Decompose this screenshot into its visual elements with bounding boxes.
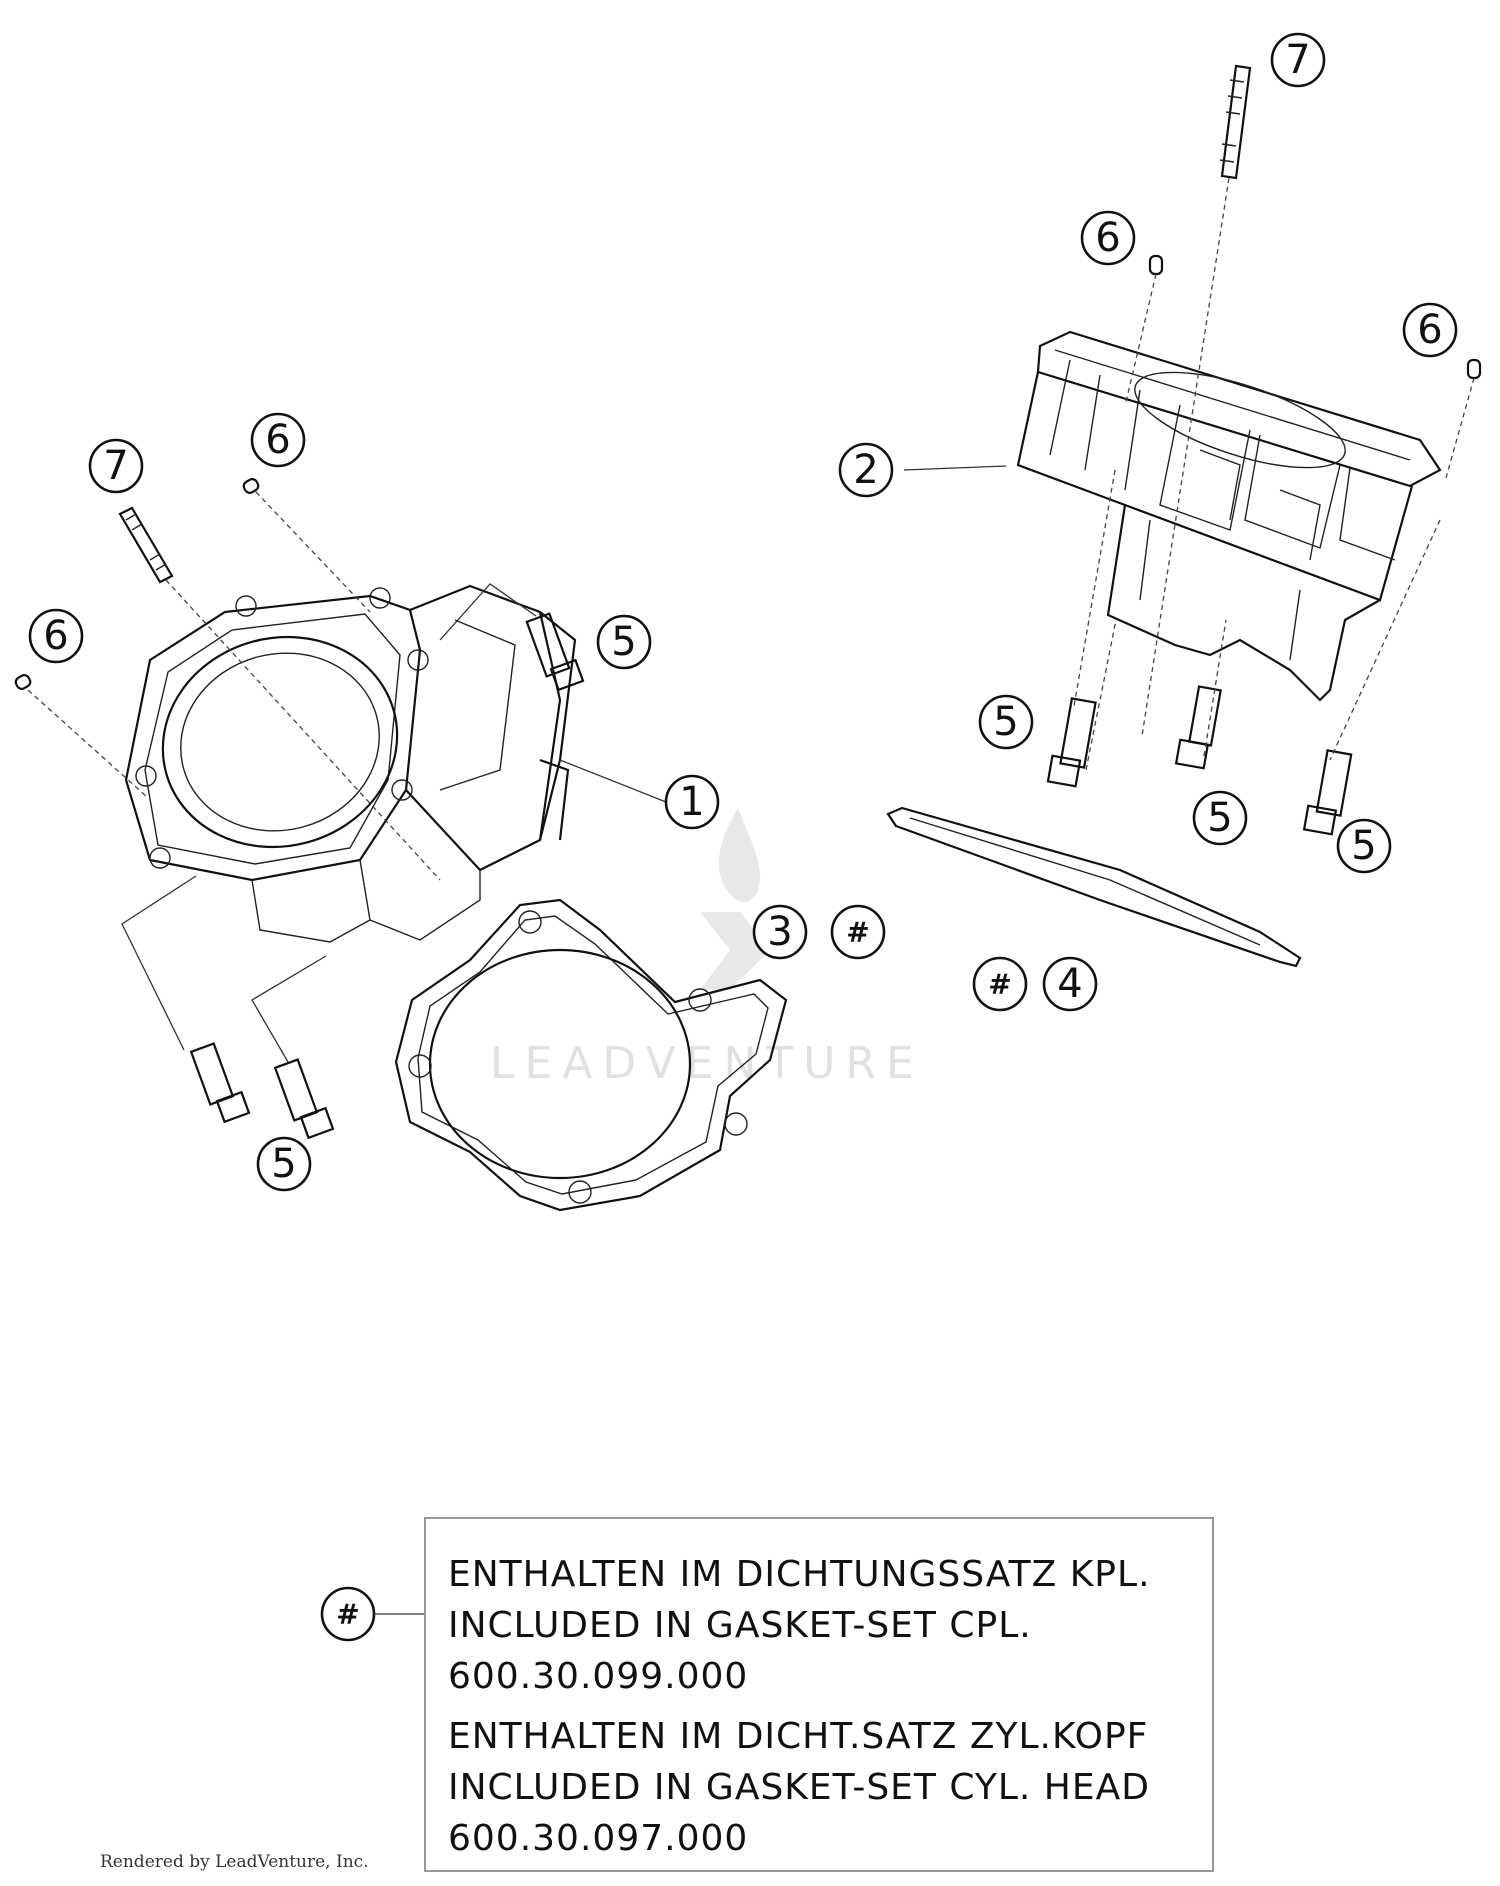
callout-2[interactable]: 2 <box>838 442 894 498</box>
callout-6-left-a[interactable]: 6 <box>250 412 306 468</box>
legend-english-text: INCLUDED IN GASKET-SET CYL. HEAD <box>448 1767 1150 1808</box>
callout-hash-part-4[interactable]: # <box>972 956 1028 1012</box>
stud-part-7-left <box>118 506 174 584</box>
leader-bolt-lower <box>121 875 327 1063</box>
cylinder-part-1 <box>124 584 577 943</box>
callout-label: 5 <box>271 1141 296 1187</box>
callout-5-right-a[interactable]: 5 <box>978 694 1034 750</box>
legend-german-text: ENTHALTEN IM DICHTUNGSSATZ KPL. <box>448 1554 1151 1595</box>
callout-label: 4 <box>1057 961 1082 1007</box>
stud-part-7-right <box>1219 64 1252 180</box>
callout-label: 5 <box>993 699 1018 745</box>
dowel-part-6-left-b <box>14 674 32 690</box>
bolt-part-5-right-3 <box>1302 749 1353 836</box>
callout-4[interactable]: 4 <box>1042 956 1098 1012</box>
callout-label: # <box>988 968 1011 1001</box>
callout-label: 6 <box>265 417 290 463</box>
leader-bolt-upper <box>439 583 537 641</box>
legend-part-number: 600.30.097.000 <box>448 1818 749 1859</box>
callout-label: 5 <box>611 619 636 665</box>
callout-5-left-lower[interactable]: 5 <box>256 1136 312 1192</box>
watermark-flame-logo <box>700 808 770 990</box>
callout-7-right[interactable]: 7 <box>1270 32 1326 88</box>
callout-1[interactable]: 1 <box>664 774 720 830</box>
callout-label: 5 <box>1207 795 1232 841</box>
dowel-axis-right-a <box>1073 273 1157 707</box>
callout-6-right-a[interactable]: 6 <box>1080 210 1136 266</box>
render-credit: Rendered by LeadVenture, Inc. <box>100 1852 369 1872</box>
legend-german-text: ENTHALTEN IM DICHT.SATZ ZYL.KOPF <box>448 1716 1149 1757</box>
leader-part-2 <box>903 465 1007 471</box>
callout-label: 7 <box>1285 37 1310 83</box>
bolt-part-5-left-upper <box>525 612 585 692</box>
legend-symbol-label: # <box>336 1598 359 1631</box>
legend-group-head-set: ENTHALTEN IM DICHT.SATZ ZYL.KOPF INCLUDE… <box>448 1711 1212 1864</box>
callout-5-right-c[interactable]: 5 <box>1336 818 1392 874</box>
dowel-axis-right-b <box>1329 377 1475 761</box>
legend-part-number: 600.30.099.000 <box>448 1656 749 1697</box>
leader-part-1 <box>559 759 667 803</box>
callout-label: 6 <box>1095 215 1120 261</box>
legend-group-full-set: ENTHALTEN IM DICHTUNGSSATZ KPL. INCLUDED… <box>448 1549 1212 1702</box>
callout-5-left-upper[interactable]: 5 <box>596 614 652 670</box>
dowel-part-6-right-b <box>1466 358 1482 380</box>
dowel-axis-left-a <box>255 491 371 613</box>
legend-english-text: INCLUDED IN GASKET-SET CPL. <box>448 1605 1032 1646</box>
legend-note-box: ENTHALTEN IM DICHTUNGSSATZ KPL. INCLUDED… <box>424 1517 1214 1872</box>
stud-axis-left <box>165 579 441 881</box>
dowel-part-6-right-a <box>1148 254 1164 276</box>
bolt-axis-right <box>1085 619 1227 771</box>
bolt-part-5-right-2 <box>1174 685 1222 770</box>
callout-3[interactable]: 3 <box>752 904 808 960</box>
callout-label: 6 <box>1417 307 1442 353</box>
watermark-text: LEADVENTURE <box>490 1038 924 1089</box>
callout-label: 6 <box>43 613 68 659</box>
callout-6-right-b[interactable]: 6 <box>1402 302 1458 358</box>
bolt-part-5-left-lower-2 <box>273 1058 335 1140</box>
dowel-axis-left-b <box>27 689 147 797</box>
watermark: LEADVENTURE <box>490 808 924 1089</box>
callout-7-left[interactable]: 7 <box>88 438 144 494</box>
legend-hash-symbol: # <box>320 1586 376 1642</box>
stud-axis-right <box>1141 177 1230 737</box>
cylinder-head-part-2 <box>1016 330 1442 702</box>
callout-6-left-b[interactable]: 6 <box>28 608 84 664</box>
callout-5-right-b[interactable]: 5 <box>1192 790 1248 846</box>
callout-label: 7 <box>103 443 128 489</box>
callout-label: # <box>846 916 869 949</box>
callout-label: 1 <box>679 779 704 825</box>
base-gasket-part-3 <box>394 898 788 1212</box>
bolt-part-5-right-1 <box>1046 697 1097 788</box>
callout-label: 5 <box>1351 823 1376 869</box>
callout-label: 3 <box>767 909 792 955</box>
bolt-part-5-left-lower-1 <box>189 1042 251 1124</box>
callout-label: 2 <box>853 447 878 493</box>
head-gasket-part-4 <box>886 806 1302 968</box>
callout-hash-part-3[interactable]: # <box>830 904 886 960</box>
dowel-part-6-left-a <box>242 478 260 494</box>
